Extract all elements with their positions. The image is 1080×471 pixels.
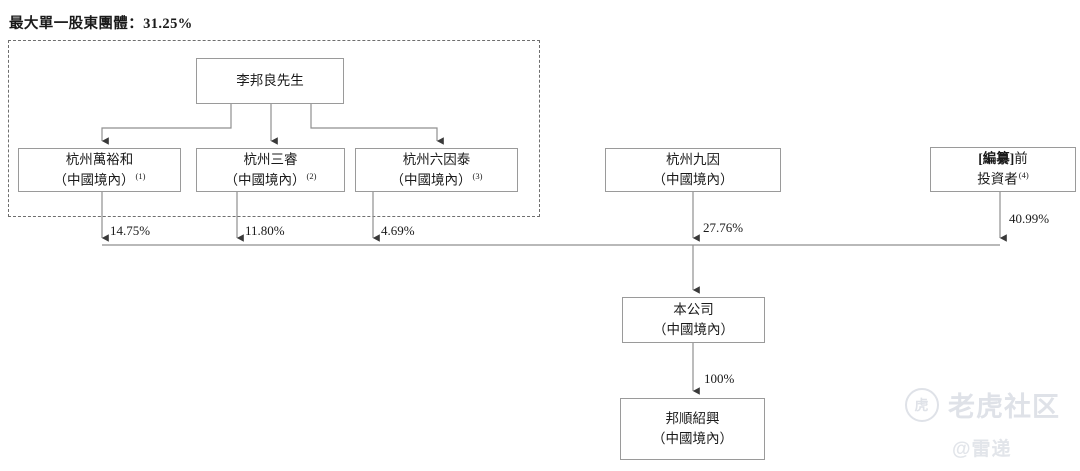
- node-entity-liuyintai-line2: （中國境內）(3): [391, 170, 483, 191]
- page-title: 最大單一股東團體：31.25%: [9, 16, 193, 32]
- node-entity-sanrui-jurisdiction: （中國境內）: [224, 172, 306, 188]
- footnote-ref-2: (2): [306, 170, 317, 181]
- edge-label-wanyuhe-pct: 14.75%: [110, 223, 151, 238]
- node-entity-wanyuhe[interactable]: 杭州萬裕和 （中國境內）(1): [18, 148, 181, 192]
- node-our-company-line1: 本公司: [673, 301, 714, 317]
- edge-label-jiuyin-pct: 27.76%: [703, 220, 744, 235]
- node-entity-jiuyin-line1: 杭州九因: [666, 151, 720, 167]
- edge-label-liuyintai-pct: 4.69%: [381, 223, 415, 238]
- node-entity-wanyuhe-line2: （中國境內）(1): [54, 170, 146, 191]
- edge-label-pre-ipo-pct: 40.99%: [1009, 211, 1050, 226]
- edge-label-subsidiary-pct: 100%: [704, 371, 735, 386]
- node-person[interactable]: 李邦良先生: [196, 58, 344, 104]
- node-entity-wanyuhe-jurisdiction: （中國境內）: [53, 172, 135, 188]
- node-entity-liuyintai-jurisdiction: （中國境內）: [390, 172, 472, 188]
- node-pre-ipo-investors-line1-suffix: 前: [1014, 151, 1028, 166]
- footnote-ref-3: (3): [472, 170, 483, 181]
- node-our-company[interactable]: 本公司 （中國境內）: [622, 297, 765, 343]
- node-entity-liuyintai[interactable]: 杭州六因泰 （中國境內）(3): [355, 148, 518, 192]
- controlling-shareholder-group-boundary: [8, 40, 540, 217]
- node-bangshun-shaoxing[interactable]: 邦順紹興 （中國境內）: [620, 398, 765, 460]
- node-entity-sanrui-line1: 杭州三睿: [243, 151, 298, 167]
- node-pre-ipo-investors-line1: [編纂]前: [978, 149, 1028, 169]
- edge-label-sanrui-pct: 11.80%: [245, 223, 285, 238]
- node-entity-jiuyin-line2: （中國境內）: [652, 172, 734, 187]
- node-bangshun-shaoxing-line1: 邦順紹興: [665, 410, 720, 426]
- node-bangshun-shaoxing-line2: （中國境內）: [652, 431, 733, 446]
- redaction-bracket-label: [編纂]: [978, 151, 1015, 166]
- node-pre-ipo-investors-line2: 投資者(4): [977, 169, 1028, 190]
- node-our-company-line2: （中國境內）: [653, 322, 734, 337]
- node-entity-sanrui[interactable]: 杭州三睿 （中國境內）(2): [196, 148, 345, 192]
- footnote-ref-1: (1): [135, 170, 146, 181]
- node-pre-ipo-investors[interactable]: [編纂]前 投資者(4): [930, 147, 1076, 192]
- footnote-ref-4: (4): [1018, 170, 1029, 181]
- node-person-line1: 李邦良先生: [236, 72, 304, 88]
- node-pre-ipo-investors-label: 投資者: [977, 171, 1018, 187]
- node-entity-sanrui-line2: （中國境內）(2): [225, 170, 317, 191]
- node-entity-liuyintai-line1: 杭州六因泰: [402, 151, 471, 167]
- node-entity-jiuyin[interactable]: 杭州九因 （中國境內）: [605, 148, 781, 192]
- node-entity-wanyuhe-line1: 杭州萬裕和: [65, 151, 134, 167]
